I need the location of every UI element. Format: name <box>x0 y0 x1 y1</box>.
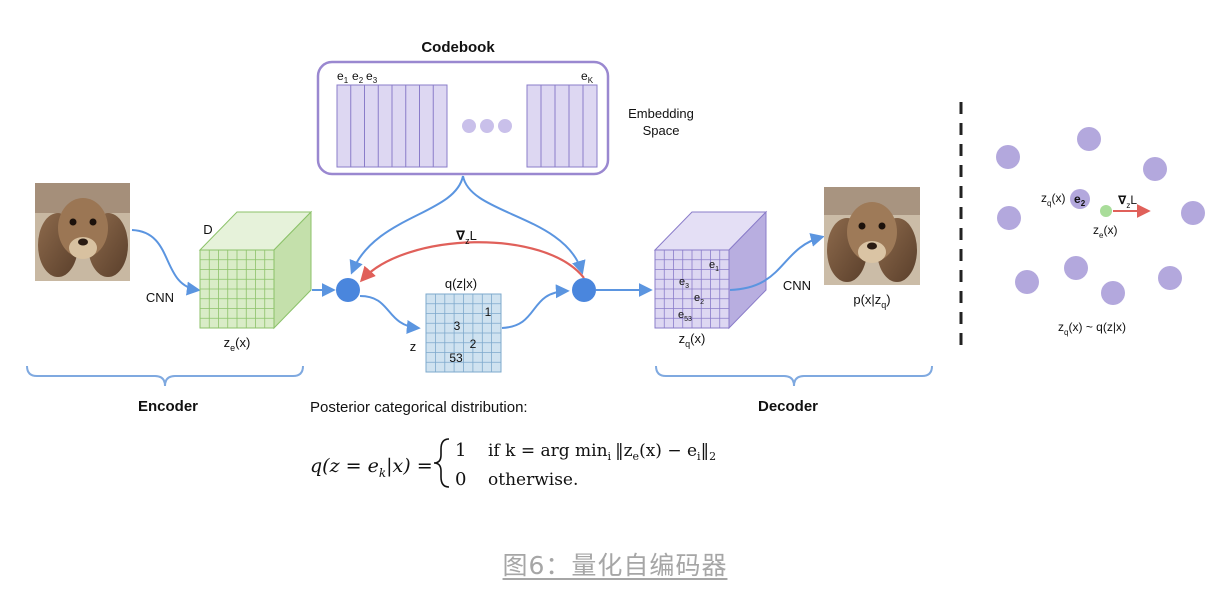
qzx-z-label: z <box>410 339 417 354</box>
qzx-grid-value: 3 <box>454 319 461 333</box>
embedding-point <box>996 145 1020 169</box>
decoder-zq-label: zq(x) <box>679 331 706 349</box>
embedding-point <box>1101 281 1125 305</box>
codebook-to-right-node-arrow <box>462 175 586 275</box>
embedding-space-label-1: Embedding <box>628 106 694 121</box>
embedding-e2-label: e2 <box>1074 192 1086 208</box>
decoder-output-label: p(x|zq) <box>853 292 890 310</box>
qzx-grid-value: 53 <box>449 351 463 365</box>
embedding-point <box>1064 256 1088 280</box>
posterior-lhs: q(z = ek|x) = <box>310 455 433 480</box>
image-to-encoder-arrow <box>131 229 201 296</box>
qzx-grid <box>425 293 502 373</box>
decoder-to-image-arrow <box>729 233 825 291</box>
posterior-case1-condition: if k = arg mini‖ze(x) − ei‖2 <box>488 441 716 463</box>
qzx-to-node-arrow <box>501 284 570 329</box>
encoder-label: Encoder <box>138 398 198 415</box>
embedding-space-label-2: Space <box>643 123 680 138</box>
codebook-label-e2: e2 <box>352 69 364 85</box>
embedding-gradient-label: ∇zL <box>1118 193 1137 210</box>
encoder-ze-label: ze(x) <box>224 335 251 353</box>
qzx-grid-value: 1 <box>485 305 492 319</box>
gradient-label: ∇zL <box>456 228 477 246</box>
decoder-cube-label: e53 <box>678 309 692 323</box>
posterior-case2-condition: otherwise. <box>488 470 578 490</box>
embedding-formula: zq(x) ~ q(z|x) <box>1058 320 1126 337</box>
embedding-point <box>1158 266 1182 290</box>
input-dog-image <box>35 183 130 281</box>
decoder-label: Decoder <box>758 398 818 415</box>
figure-caption-text: 图6：量化自编码器 <box>502 551 728 580</box>
codebook-label-e3: e3 <box>366 69 378 85</box>
figure-caption: 图6：量化自编码器 <box>0 546 1230 582</box>
codebook-vectors-left <box>336 84 448 168</box>
embedding-ze-label: ze(x) <box>1093 223 1117 240</box>
codebook-to-left-node-arrow <box>349 175 464 275</box>
posterior-case1-value: 1 <box>455 440 466 461</box>
output-dog-image <box>824 187 920 285</box>
posterior-brace <box>433 438 450 488</box>
embedding-point <box>1143 157 1167 181</box>
embedding-ze-point <box>1100 205 1112 217</box>
codebook-vectors-right <box>526 84 598 168</box>
qzx-label: q(z|x) <box>445 276 477 291</box>
quantize-node-left <box>336 278 360 302</box>
codebook-title: Codebook <box>421 39 495 56</box>
gradient-passthrough-arrow <box>359 241 585 283</box>
qzx-grid-value: 2 <box>470 337 477 351</box>
encoder-output-cube <box>198 210 313 330</box>
encoder-cnn-label: CNN <box>146 290 174 305</box>
posterior-case2-value: 0 <box>455 469 466 490</box>
codebook-ellipsis-dots <box>462 119 512 133</box>
embedding-point-e2 <box>1070 189 1090 209</box>
embedding-point <box>1181 201 1205 225</box>
posterior-heading: Posterior categorical distribution: <box>310 399 528 416</box>
embedding-point <box>997 206 1021 230</box>
embedding-zq-label: zq(x) <box>1041 191 1065 208</box>
decoder-input-cube <box>653 210 768 330</box>
encoder-depth-label: D <box>203 222 212 237</box>
decoder-cube-label: e2 <box>694 292 704 306</box>
decoder-cube-label: e1 <box>709 259 719 273</box>
quantize-node-right <box>572 278 596 302</box>
codebook-label-e1: e1 <box>337 69 349 85</box>
decoder-cube-label: e3 <box>679 276 689 290</box>
embedding-points <box>996 127 1205 305</box>
codebook-label-eK: eK <box>581 69 594 85</box>
decoder-cnn-label: CNN <box>783 278 811 293</box>
node-to-qzx-arrow <box>359 295 421 334</box>
embedding-point <box>1015 270 1039 294</box>
encoder-bracket <box>26 365 304 387</box>
embedding-point <box>1077 127 1101 151</box>
decoder-bracket <box>655 365 933 387</box>
